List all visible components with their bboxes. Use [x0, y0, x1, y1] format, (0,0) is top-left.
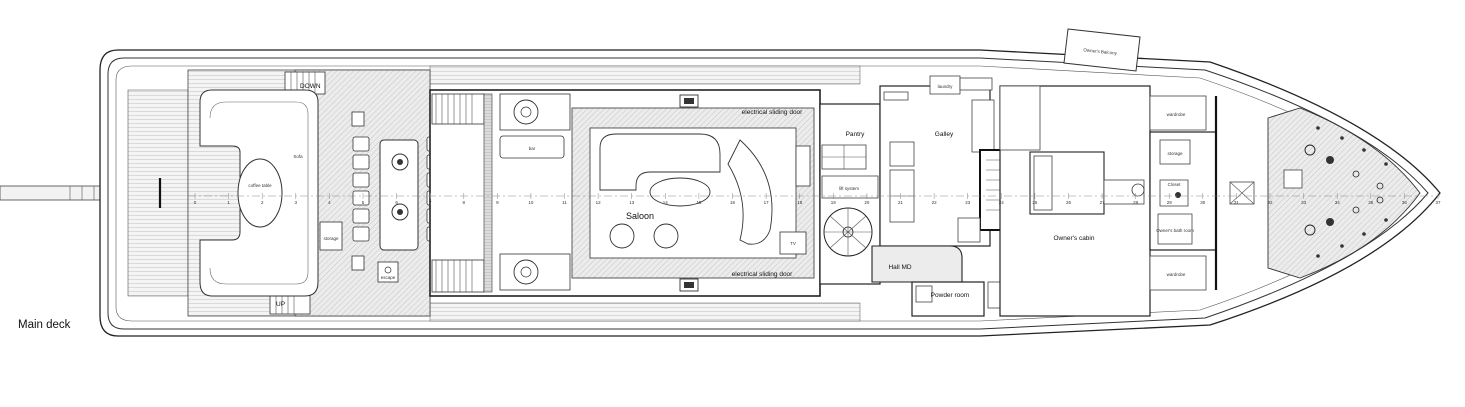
aft-escape-hatch[interactable] — [377, 261, 399, 283]
frame-number: 13 — [629, 200, 635, 205]
frame-number: 12 — [596, 200, 602, 205]
frame-number: 20 — [864, 200, 870, 205]
frame-number: 10 — [528, 200, 534, 205]
frame-number: 7 — [429, 200, 432, 205]
foredeck — [1267, 107, 1421, 279]
frame-number: 2 — [261, 200, 264, 205]
frame-number: 1 — [227, 200, 230, 205]
frame-number: 15 — [696, 200, 702, 205]
owners-balcony-label: Owner's Balcony — [1083, 47, 1118, 56]
frame-number: 35 — [1368, 200, 1374, 205]
frame-number: 29 — [1167, 200, 1173, 205]
sofa-label: Sofa — [293, 154, 303, 159]
frame-number: 21 — [898, 200, 904, 205]
frame-number: 33 — [1301, 200, 1307, 205]
frame-number: 27 — [1100, 200, 1106, 205]
frame-number: 22 — [932, 200, 938, 205]
powder-room-label: Powder room — [931, 292, 970, 299]
frame-number: 5 — [362, 200, 365, 205]
frame-number: 31 — [1234, 200, 1240, 205]
laundry-label: laundry — [938, 84, 954, 89]
frame-number: 26 — [1066, 200, 1072, 205]
lift-system-label: lift system — [839, 186, 859, 191]
bottom-sliding-door-label: electrical sliding door — [732, 271, 794, 278]
frame-number: 9 — [496, 200, 499, 205]
saloon-label: Saloon — [626, 211, 654, 221]
frame-number: 8 — [463, 200, 466, 205]
aft-sofa: coffee table Sofa — [199, 89, 319, 297]
stairs-up[interactable] — [269, 291, 311, 315]
pantry-label: Pantry — [846, 131, 866, 138]
frame-number: 18 — [797, 200, 803, 205]
deck-title: Main deck — [18, 319, 71, 331]
frame-number: 11 — [562, 200, 567, 205]
frame-number: 16 — [730, 200, 736, 205]
frame-number: 32 — [1267, 200, 1273, 205]
aft-deck: DOWN UP coffee table Sofa — [127, 69, 442, 317]
frame-number: 25 — [1032, 200, 1038, 205]
frame-number: 37 — [1435, 200, 1441, 205]
frame-number: 19 — [831, 200, 837, 205]
coffee-table-label: coffee table — [248, 183, 272, 188]
frame-number: 17 — [764, 200, 770, 205]
frame-number: 4 — [328, 200, 331, 205]
frame-number: 0 — [194, 200, 197, 205]
bar-label: bar — [529, 146, 536, 151]
top-sliding-door-label: electrical sliding door — [742, 109, 804, 116]
powder-room-label-line: Powder room — [931, 292, 970, 299]
frame-number: 30 — [1200, 200, 1206, 205]
owners-cabin-label: Owner's cabin — [1054, 235, 1095, 242]
frame-number: 24 — [999, 200, 1005, 205]
frame-number: 6 — [395, 200, 398, 205]
owners-cabin: Owner's cabin storage Closet Owner's bat… — [999, 85, 1255, 317]
frame-number: 3 — [295, 200, 298, 205]
aft-escape-label: escape — [381, 275, 396, 280]
frame-number: 36 — [1402, 200, 1408, 205]
hall-md-label: Hall MD — [888, 264, 911, 271]
aft-storage-label: storage — [323, 236, 339, 241]
frame-number: 28 — [1133, 200, 1139, 205]
fwd-storage-label: storage — [1167, 151, 1183, 156]
galley-label: Galley — [935, 131, 954, 138]
saloon-area: bar TV Saloon electrical sliding door el… — [429, 89, 821, 297]
wardrobe-top-label: wardrobe — [1167, 112, 1186, 117]
wardrobe-bottom-label: wardrobe — [1167, 272, 1186, 277]
frame-number: 23 — [965, 200, 971, 205]
owners-bath-label: Owner's bath room — [1156, 228, 1194, 233]
frame-number: 34 — [1335, 200, 1341, 205]
closet-label: Closet — [1168, 182, 1182, 187]
owners-balcony: Owner's Balcony — [1063, 28, 1141, 72]
tv-label: TV — [790, 241, 796, 246]
down-label: DOWN — [300, 83, 321, 90]
up-label: UP — [276, 301, 285, 308]
frame-number: 14 — [663, 200, 669, 205]
spiral-staircase[interactable] — [823, 207, 873, 257]
